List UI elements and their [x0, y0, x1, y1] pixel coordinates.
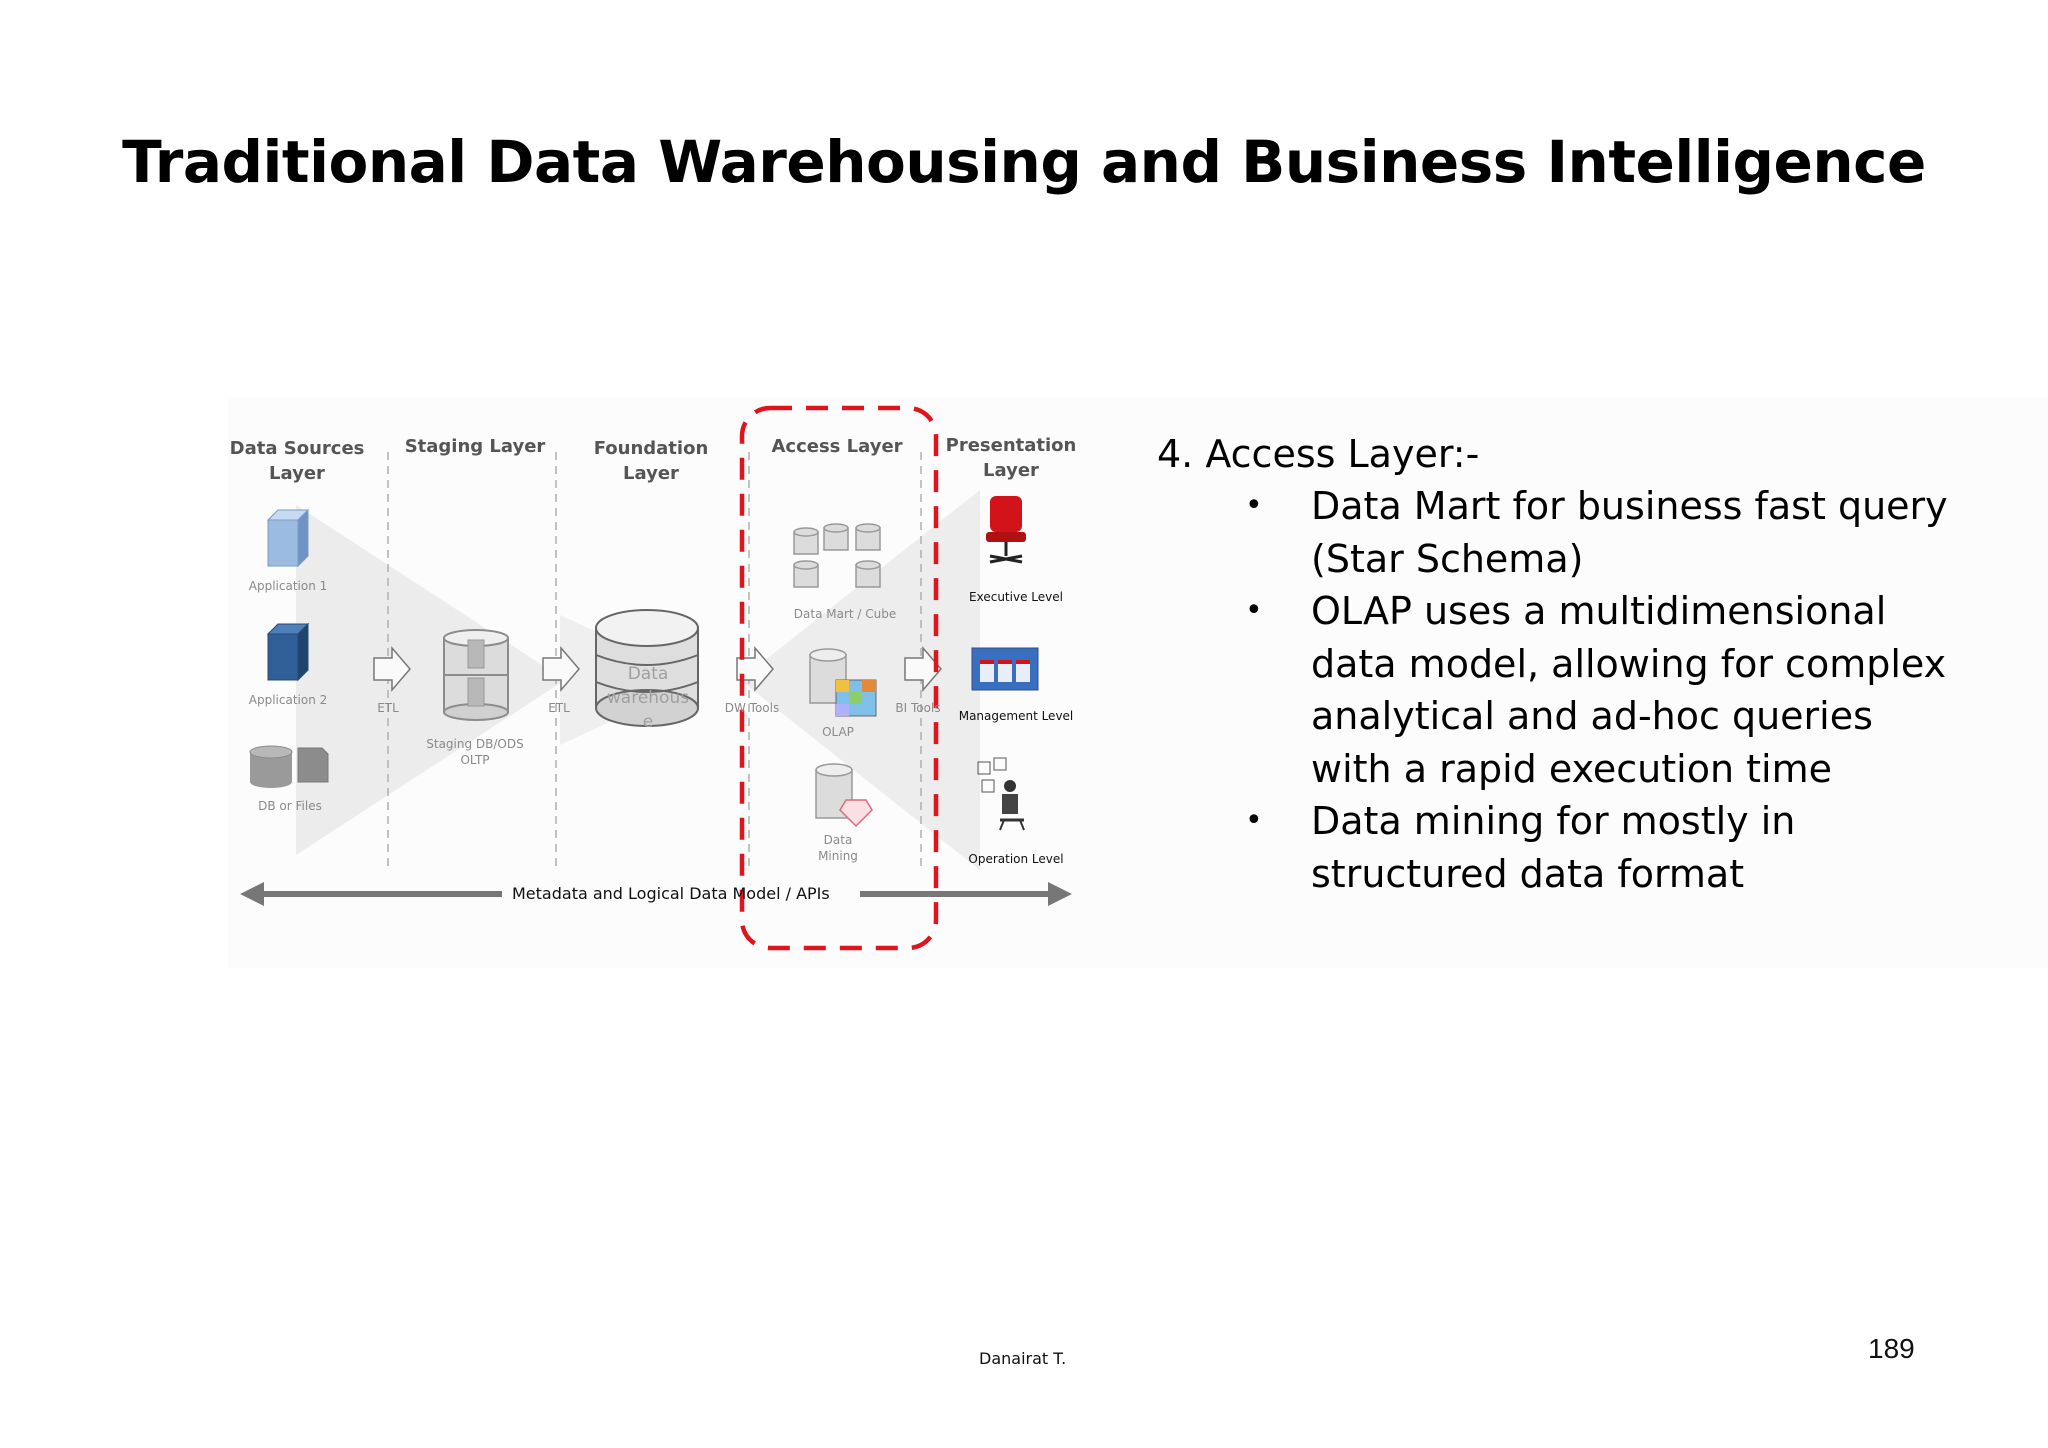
warehouse-label: Data warehous e [606, 664, 690, 732]
flow-arrows [373, 645, 942, 693]
layer-header-presentation: Presentation Layer [945, 435, 1077, 481]
section-heading: 4. Access Layer:- [1157, 432, 1480, 476]
access-layer-notes: 4. Access Layer:- • Data Mart for busines… [1157, 428, 2017, 900]
management-dashboard-icon [971, 647, 1039, 691]
management-level-label: Management Level [958, 709, 1074, 723]
executive-level-label: Executive Level [969, 590, 1063, 604]
data-mining-icon [815, 763, 873, 828]
source-label-app2: Application 2 [248, 693, 328, 707]
bullet-text: OLAP uses a multidimensional data model,… [1311, 589, 1947, 791]
bullet-text: Data mining for mostly in structured dat… [1311, 799, 1796, 896]
data-warehouse-icon [595, 609, 699, 727]
olap-label: OLAP [822, 725, 854, 739]
bullet-dot: • [1245, 803, 1263, 838]
data-mart-icon [793, 523, 881, 588]
list-item: • OLAP uses a multidimensional data model… [1157, 585, 1951, 795]
metadata-arrow [240, 882, 1072, 906]
staging-db-icon [443, 629, 509, 721]
application-1-icon [266, 508, 310, 568]
flow-label-etl-1: ETL [377, 701, 399, 715]
slide-title: Traditional Data Warehousing and Busines… [122, 128, 1926, 196]
list-item: • Data mining for mostly in structured da… [1157, 795, 1951, 900]
author-footer: Danairat T. [979, 1349, 1067, 1368]
access-layer-highlight [739, 405, 939, 951]
source-label-db-files: DB or Files [258, 799, 322, 813]
db-or-files-icon [249, 745, 329, 788]
list-item: • Data Mart for business fast query (Star… [1157, 480, 1951, 585]
bullet-dot: • [1245, 593, 1263, 628]
layer-header-data-sources: Data Sources Layer [229, 438, 365, 484]
bullet-list: • Data Mart for business fast query (Star… [1157, 480, 2017, 900]
application-2-icon [266, 622, 310, 682]
operation-level-label: Operation Level [968, 852, 1064, 866]
flow-shape-left [296, 505, 565, 855]
source-label-app1: Application 1 [248, 579, 328, 593]
bullet-text: Data Mart for business fast query (Star … [1311, 484, 1948, 581]
data-mart-label: Data Mart / Cube [793, 607, 897, 621]
layer-header-access: Access Layer [771, 436, 903, 457]
layer-header-staging: Staging Layer [404, 436, 546, 457]
operation-worker-icon [977, 757, 1025, 831]
executive-chair-icon [986, 496, 1026, 564]
layer-header-foundation: Foundation Layer [593, 438, 709, 484]
bullet-dot: • [1245, 488, 1263, 523]
data-mining-label: Data Mining [818, 833, 858, 863]
staging-db-label: Staging DB/ODS OLTP [426, 737, 524, 767]
olap-icon [809, 648, 877, 717]
flow-label-bi-tools: BI Tools [895, 701, 941, 715]
flow-label-etl-2: ETL [548, 701, 570, 715]
metadata-label: Metadata and Logical Data Model / APIs [512, 884, 830, 903]
page-number: 189 [1868, 1333, 1915, 1364]
flow-label-dw-tools: DW Tools [724, 701, 780, 715]
